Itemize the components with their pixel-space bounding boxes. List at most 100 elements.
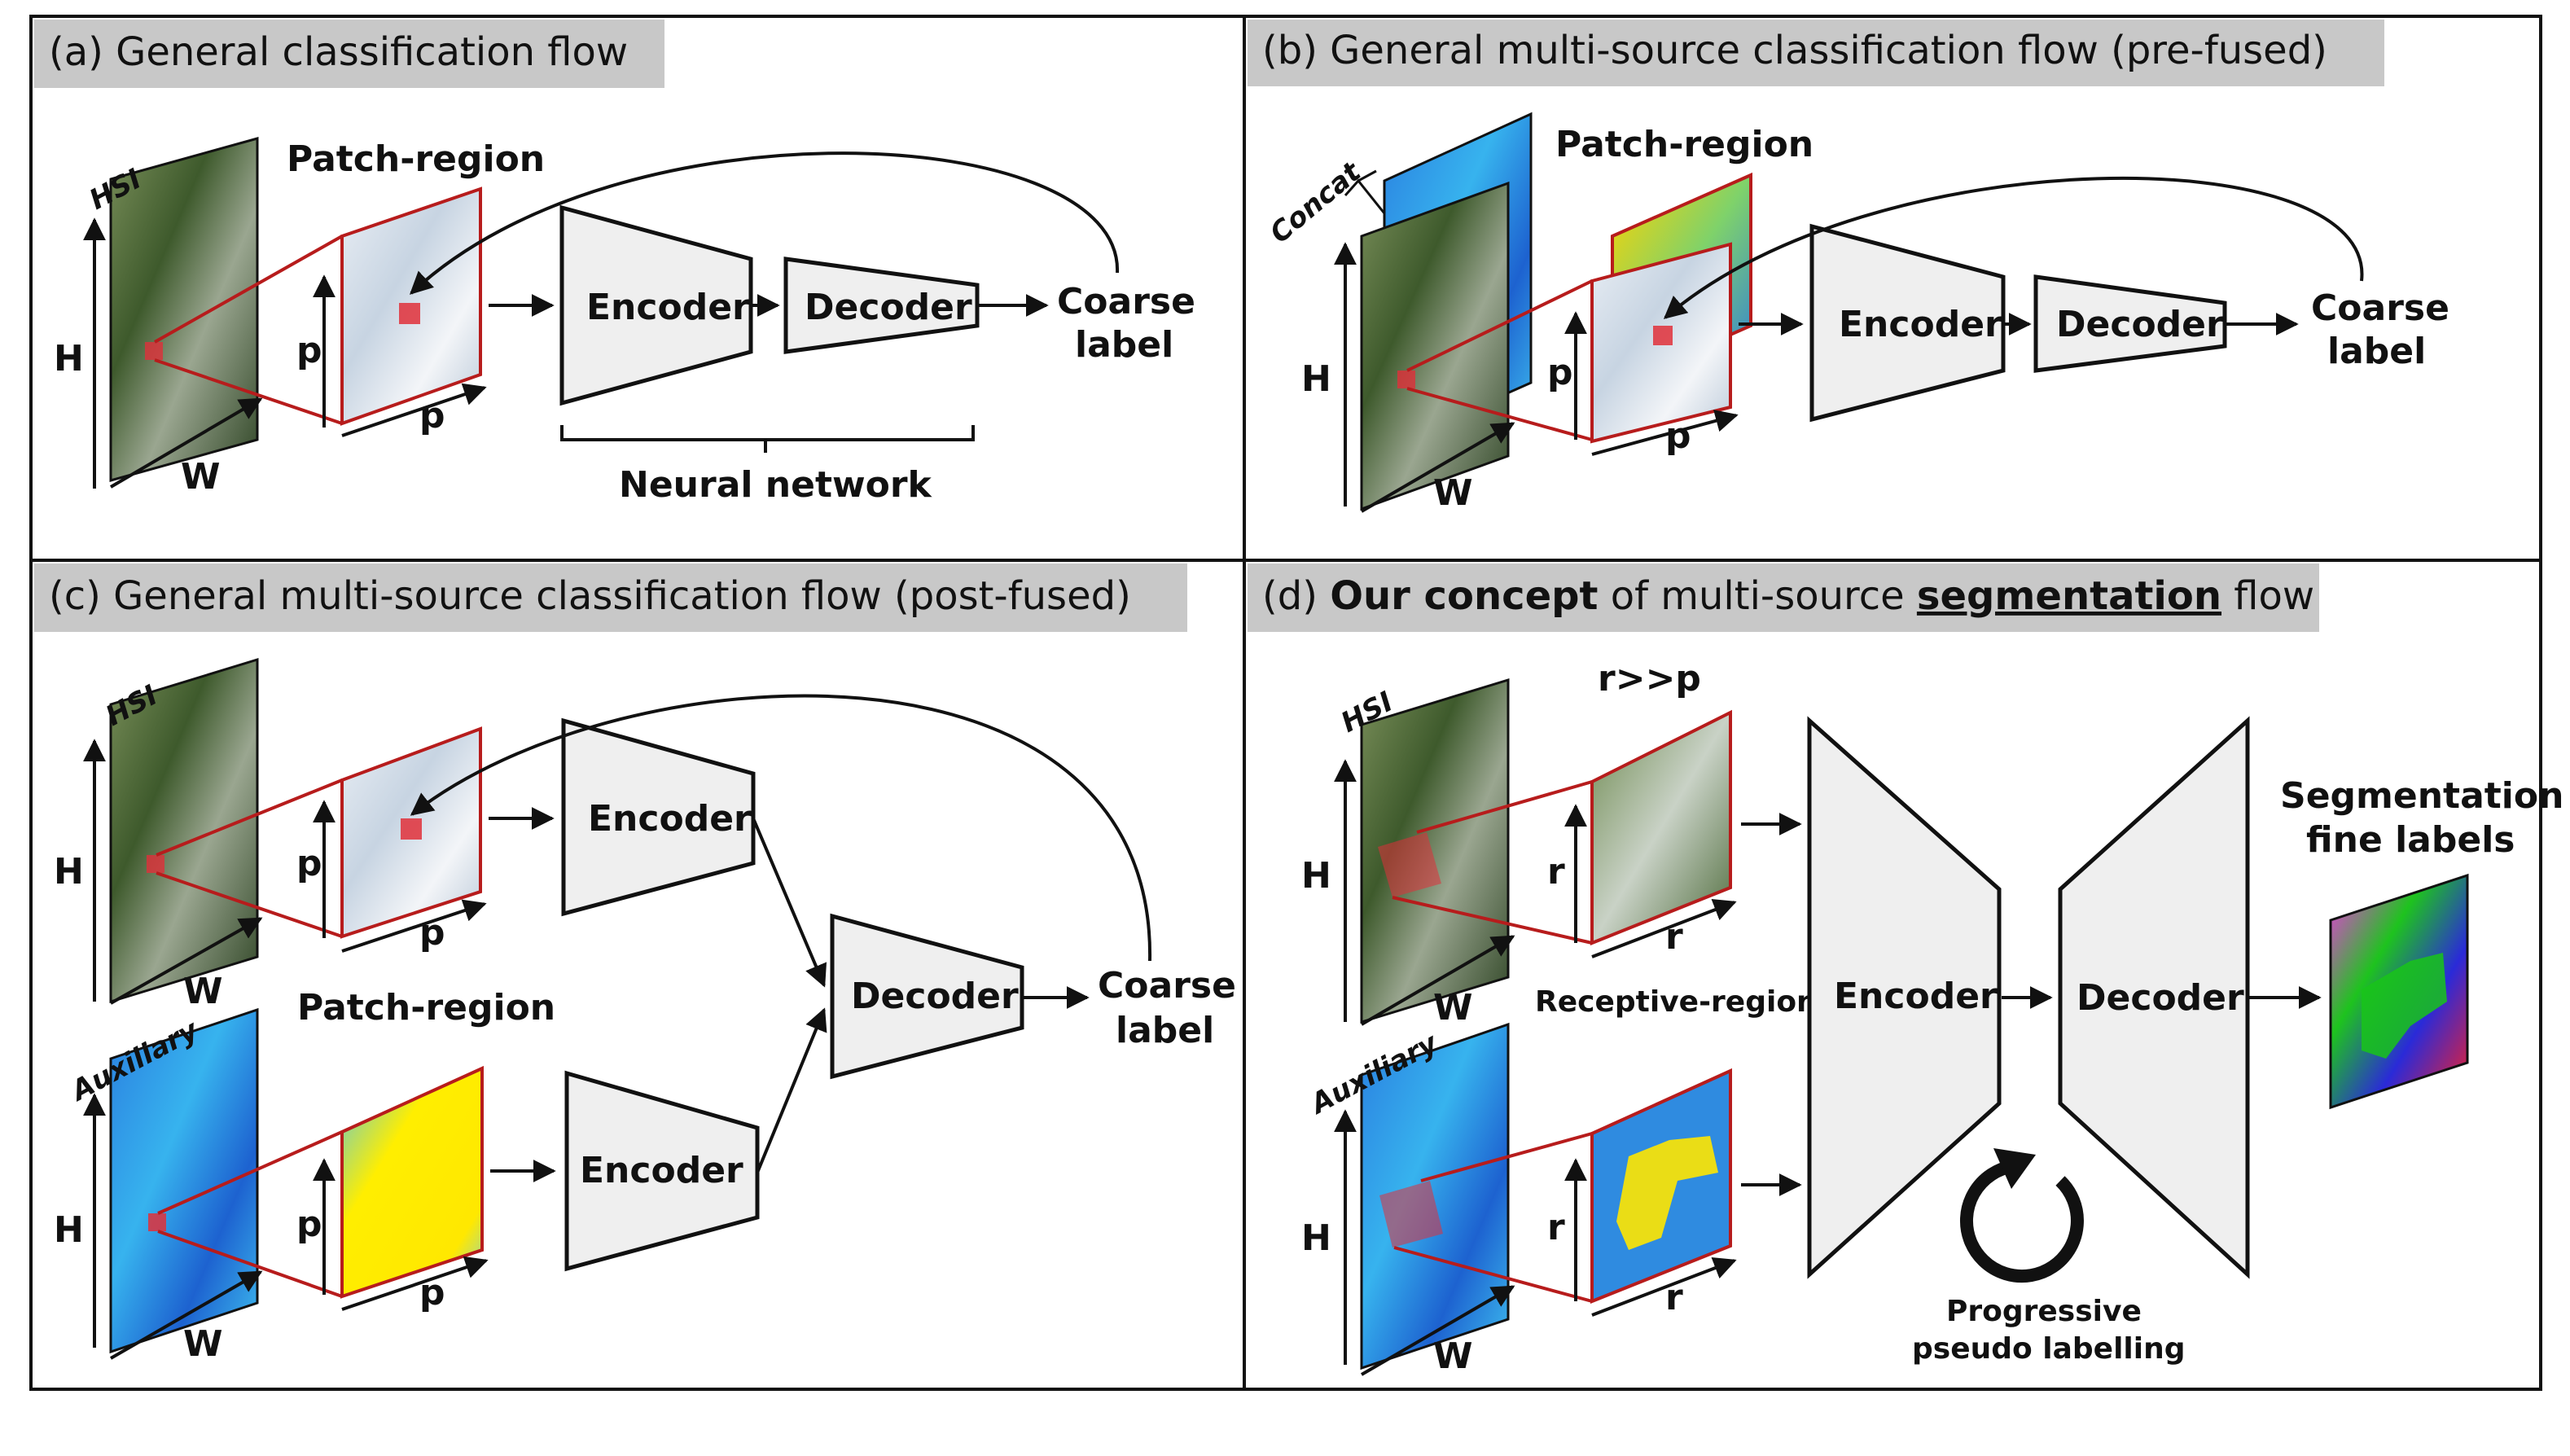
patch-region-label-c: Patch-region <box>297 987 555 1028</box>
zoom-line-bottom-c <box>156 871 343 938</box>
zoom-line-bottom-d <box>1392 896 1593 945</box>
p-label-h-b: p <box>1665 415 1691 457</box>
w-axis-arrow-c <box>110 917 263 1005</box>
panel-c: (c) General multi-source classification … <box>34 564 1236 1365</box>
decoder-block-d <box>2058 716 2250 1279</box>
concat-brace <box>1344 169 1386 214</box>
p-axis-arrow-h <box>341 383 487 437</box>
decoder-block-b <box>2033 274 2227 373</box>
receptive-marker-d <box>1378 832 1441 897</box>
decoder-block <box>783 257 980 354</box>
zoom-line-top-c <box>156 778 343 857</box>
h-label: H <box>54 338 84 379</box>
p-label-h-c2: p <box>419 1272 445 1313</box>
p-axis-arrow-h-c <box>341 899 487 953</box>
zoom-line-top-d2 <box>1420 1132 1593 1182</box>
w-axis-arrow-b <box>1360 422 1515 513</box>
seg-label-line2: fine labels <box>2306 819 2515 861</box>
panel-d-title: (d) Our concept of multi-source segmenta… <box>1262 573 2314 619</box>
p-label-v-c2: p <box>296 1204 322 1245</box>
zoom-line-bottom-c2 <box>157 1230 343 1298</box>
seg-label-line1: Segmentation <box>2280 775 2563 817</box>
r-label-v-d2: r <box>1547 1207 1565 1248</box>
w-axis-arrow-c2 <box>110 1270 263 1360</box>
decoder-label-b: Decoder <box>2056 304 2224 345</box>
w-label: W <box>181 456 221 498</box>
panel-d-title-underlined: segmentation <box>1917 573 2221 619</box>
panel-c-title: (c) General multi-source classification … <box>49 573 1131 619</box>
center-pixel-c <box>401 818 422 840</box>
feedback-arrow <box>409 151 1120 295</box>
hsi-image <box>109 137 259 482</box>
encoder-block-c2 <box>564 1070 760 1272</box>
w-label-d: W <box>1433 987 1473 1028</box>
label-text: label <box>1075 324 1173 366</box>
decoder-label-c: Decoder <box>851 976 1019 1017</box>
decoder-label-d: Decoder <box>2077 977 2244 1019</box>
panel-d-title-bold: Our concept <box>1330 573 1598 619</box>
panel-a-title: (a) General classification flow <box>49 29 628 75</box>
p-axis-arrow-h-c2 <box>341 1256 489 1311</box>
decoder-block-c <box>830 913 1024 1080</box>
h-label-c2: H <box>54 1209 84 1251</box>
patch-region-label: Patch-region <box>287 138 545 180</box>
decoder-label: Decoder <box>805 287 972 328</box>
p-label-v-c: p <box>296 843 322 884</box>
p-label-v-b: p <box>1547 352 1573 393</box>
encoder-label: Encoder <box>586 287 750 328</box>
pseudo-label: pseudo labelling <box>1912 1332 2186 1366</box>
w-axis-arrow <box>109 397 263 489</box>
encoder-label-c1: Encoder <box>588 798 752 840</box>
progressive-label: Progressive <box>1946 1295 2142 1328</box>
panel-d-title-mid: of multi-source <box>1598 573 1916 619</box>
zoom-line-bottom-b <box>1406 387 1593 441</box>
patch-marker <box>145 342 163 360</box>
label-text-b: label <box>2327 331 2426 372</box>
hsi-image-c <box>109 657 259 1004</box>
h-label-d: H <box>1301 855 1331 897</box>
encoder-block-b <box>1809 223 2006 423</box>
arrow-enc1-dec <box>752 818 827 988</box>
p-axis-arrow-h-b <box>1591 410 1739 456</box>
center-pixel-b <box>1653 326 1673 345</box>
aux-building-shape <box>1616 1136 1718 1250</box>
center-pixel <box>399 303 420 324</box>
encoder-block-c1 <box>561 717 756 917</box>
segmentation-region-shape <box>2362 953 2447 1059</box>
panel-d-frame <box>1243 559 2542 1391</box>
panel-d-title-bg <box>1248 564 2319 632</box>
hsi-image-d <box>1360 678 1510 1024</box>
h-label-c: H <box>54 851 84 892</box>
aux-patch-c <box>340 1065 484 1299</box>
w-label-b: W <box>1433 472 1473 514</box>
encoder-block <box>559 204 753 406</box>
w-label-c2: W <box>183 1323 223 1365</box>
panel-a-title-bg <box>34 20 664 88</box>
encoder-block-d <box>1807 716 2002 1279</box>
aux-receptive-marker-d <box>1379 1181 1443 1248</box>
zoom-line-top <box>154 235 343 344</box>
receptive-region-label: Receptive-region <box>1535 985 1818 1019</box>
coarse-text-c: Coarse <box>1098 965 1236 1006</box>
patch-marker-c <box>147 855 164 873</box>
r-label-v-d: r <box>1547 851 1565 892</box>
panel-b-title-bg <box>1248 20 2384 86</box>
zoom-line-top-c2 <box>157 1130 343 1215</box>
encoder-label-c2: Encoder <box>580 1150 743 1191</box>
encoder-label-b: Encoder <box>1839 304 2002 345</box>
patch-region-label-b: Patch-region <box>1555 124 1813 165</box>
r-gg-p-label: r>>p <box>1598 658 1701 699</box>
panel-c-title-bg <box>34 564 1187 632</box>
p-label-v: p <box>296 330 322 371</box>
h-label-d2: H <box>1301 1217 1331 1259</box>
w-axis-arrow-d2 <box>1360 1285 1515 1376</box>
aux-marker-c <box>148 1213 166 1231</box>
concat-label: Concat <box>1264 155 1368 250</box>
p-label-h-c: p <box>419 912 445 954</box>
zoom-line-top-d <box>1416 780 1593 834</box>
neural-network-label: Neural network <box>619 464 933 506</box>
zoom-line-bottom <box>154 358 343 425</box>
r-label-h-d: r <box>1665 916 1683 958</box>
w-label-c: W <box>183 971 223 1012</box>
